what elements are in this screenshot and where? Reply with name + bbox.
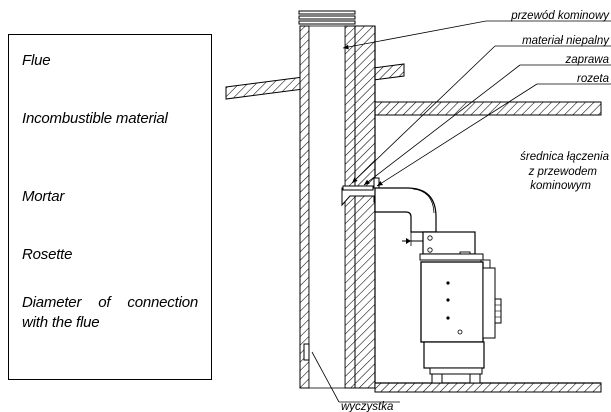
floor <box>374 382 602 393</box>
label-cleanout: wyczystka <box>341 401 393 412</box>
chimney-flue-channel <box>308 25 346 389</box>
building-wall <box>354 25 376 389</box>
chimney-cap <box>298 10 356 25</box>
label-mortar: zaprawa <box>565 54 609 66</box>
legend-box: Flue Incombustible material Mortar Roset… <box>8 34 212 380</box>
label-flue: przewód kominowy <box>510 10 610 22</box>
legend-item-flue: Flue <box>22 52 51 69</box>
label-diameter-line2: z przewodem <box>528 166 598 178</box>
cleanout-door <box>303 343 310 361</box>
chimney-wall-right <box>344 25 356 389</box>
legend-item-incombustible-material: Incombustible material <box>22 110 168 127</box>
legend-item-mortar: Mortar <box>22 188 65 205</box>
leader-lines <box>311 20 611 403</box>
legend-item-diameter-of-connection: Diameter of connection with the flue <box>22 294 198 331</box>
floor-slab <box>374 101 602 116</box>
label-incombustible: materiał niepalny <box>522 35 610 47</box>
label-diameter-line3: kominowym <box>530 180 591 192</box>
label-rosette: rozeta <box>577 73 609 85</box>
stove <box>419 231 502 384</box>
chimney-wall-left <box>299 25 310 389</box>
legend-item-rosette: Rosette <box>22 246 73 263</box>
label-diameter-line1: średnica łączenia <box>520 151 609 163</box>
